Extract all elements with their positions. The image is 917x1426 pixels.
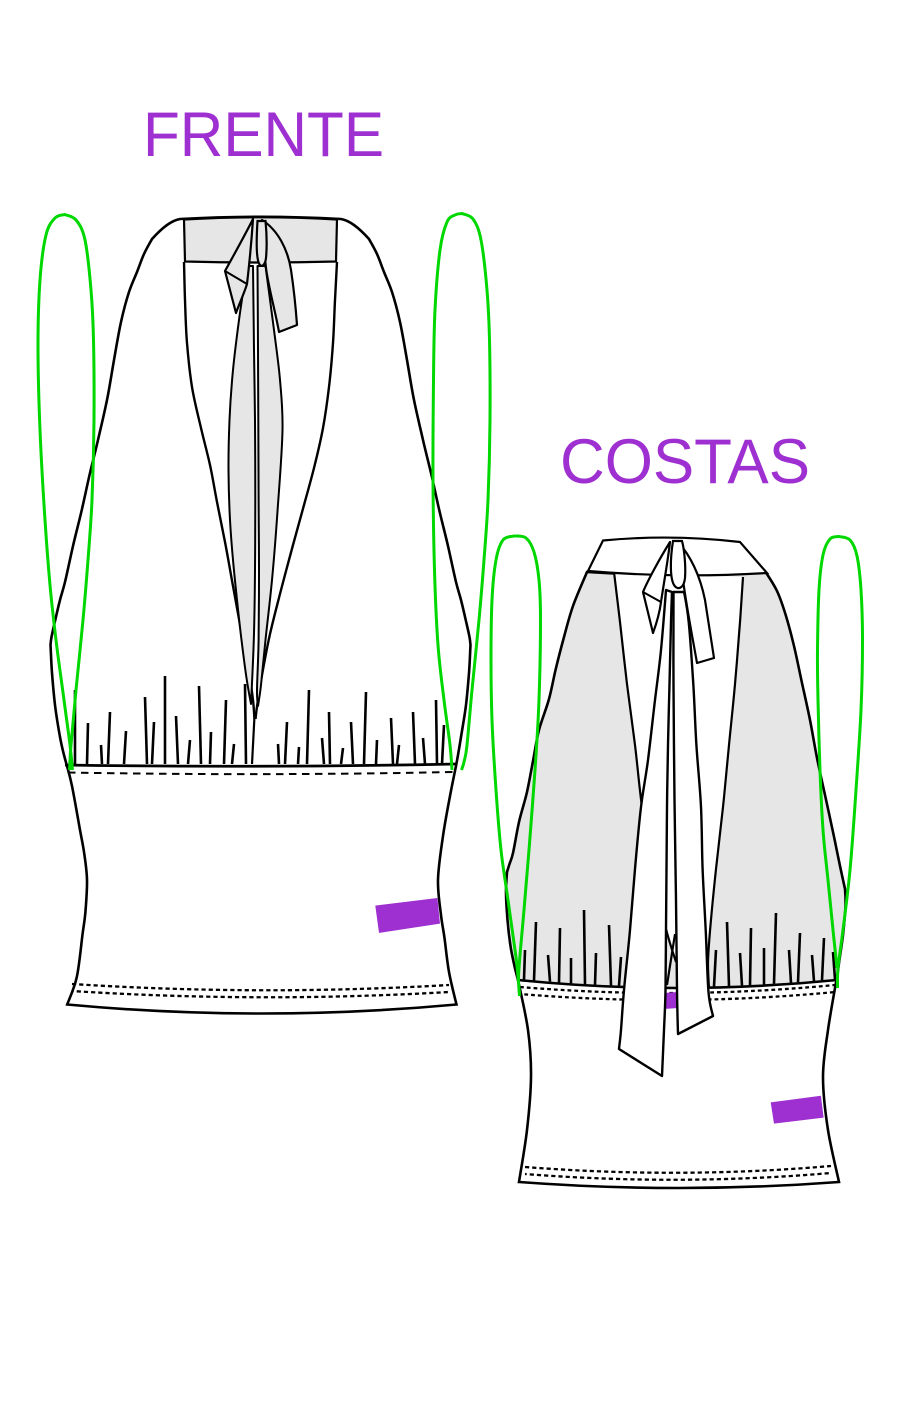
svg-text:FRENTE: FRENTE [143, 100, 384, 170]
svg-text:COSTAS: COSTAS [560, 427, 810, 497]
